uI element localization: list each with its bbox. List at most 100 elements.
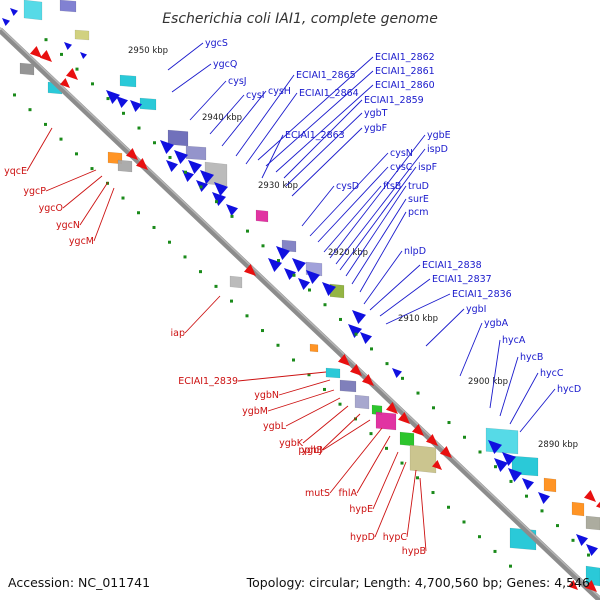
forward-gene-label[interactable]: ygbT bbox=[364, 108, 388, 119]
forward-gene-label[interactable]: ECIAI1_2837 bbox=[432, 274, 492, 285]
reverse-gene-label[interactable]: hypC bbox=[383, 532, 408, 543]
feature-block bbox=[59, 0, 77, 13]
reverse-gene-label[interactable]: ygcO bbox=[39, 203, 63, 214]
reverse-gene-label[interactable]: ygbL bbox=[263, 421, 287, 432]
tick-mark bbox=[75, 152, 78, 156]
tick-mark bbox=[401, 376, 404, 380]
leader-line bbox=[321, 413, 361, 451]
forward-gene-label[interactable]: cysN bbox=[390, 148, 413, 159]
forward-gene-arrow bbox=[322, 282, 336, 296]
forward-gene-label[interactable]: cysJ bbox=[228, 76, 247, 87]
reverse-gene-label[interactable]: ECIAI1_2839 bbox=[178, 376, 238, 387]
forward-gene-label[interactable]: cysI bbox=[246, 90, 265, 101]
forward-gene-label[interactable]: ECIAI1_2860 bbox=[375, 80, 435, 91]
reverse-gene-label[interactable]: ygbN bbox=[254, 390, 279, 401]
leader-line bbox=[209, 94, 245, 135]
leader-line bbox=[257, 56, 374, 161]
kbp-marker-label: 2940 kbp bbox=[202, 113, 242, 123]
reverse-gene-label[interactable]: pphB bbox=[298, 445, 323, 456]
leader-line bbox=[425, 308, 465, 347]
forward-gene-arrow bbox=[2, 18, 10, 26]
reverse-gene-label[interactable]: hypD bbox=[350, 532, 375, 543]
forward-gene-label[interactable]: truD bbox=[408, 181, 429, 192]
feature-block bbox=[571, 501, 585, 517]
reverse-gene-arrow bbox=[584, 490, 596, 502]
forward-gene-label[interactable]: cysH bbox=[268, 86, 291, 97]
tick-mark bbox=[59, 137, 63, 141]
tick-mark bbox=[385, 446, 388, 450]
reverse-gene-label[interactable]: hypB bbox=[402, 546, 426, 557]
forward-gene-arrow bbox=[360, 332, 372, 344]
forward-gene-label[interactable]: ygbA bbox=[484, 318, 509, 329]
forward-gene-label[interactable]: surE bbox=[408, 194, 429, 205]
reverse-gene-label[interactable]: fhlA bbox=[338, 488, 357, 499]
gene-arrows bbox=[2, 8, 600, 592]
reverse-gene-label[interactable]: ygbJ bbox=[302, 445, 322, 456]
reverse-gene-arrow bbox=[426, 434, 438, 446]
reverse-gene-label[interactable]: iap bbox=[171, 328, 186, 339]
tick-mark bbox=[199, 185, 203, 189]
tick-mark bbox=[168, 155, 172, 159]
tick-mark bbox=[478, 450, 482, 454]
forward-gene-label[interactable]: ECIAI1_2836 bbox=[452, 289, 512, 300]
reverse-gene-label[interactable]: mutS bbox=[305, 488, 330, 499]
feature-block bbox=[543, 477, 557, 493]
leader-line bbox=[329, 134, 426, 259]
forward-gene-label[interactable]: ECIAI1_2859 bbox=[364, 95, 424, 106]
forward-gene-label[interactable]: ygbE bbox=[427, 130, 451, 141]
forward-gene-label[interactable]: hycC bbox=[540, 368, 564, 379]
map-title: Escherichia coli IAI1, complete genome bbox=[162, 11, 438, 27]
feature-block bbox=[325, 367, 341, 379]
forward-gene-label[interactable]: cysD bbox=[336, 181, 359, 192]
reverse-gene-arrow bbox=[30, 46, 42, 58]
forward-gene-label[interactable]: hycA bbox=[502, 335, 526, 346]
tick-mark bbox=[60, 52, 63, 56]
reverse-gene-arrow bbox=[126, 148, 138, 160]
forward-gene-label[interactable]: cysC bbox=[390, 162, 413, 173]
leader-line bbox=[93, 187, 115, 242]
reverse-gene-label[interactable]: yqcE bbox=[4, 166, 27, 177]
forward-gene-label[interactable]: hycB bbox=[520, 352, 543, 363]
leader-line bbox=[385, 293, 451, 325]
forward-gene-label[interactable]: ECIAI1_2862 bbox=[375, 52, 435, 63]
tick-mark bbox=[183, 255, 187, 259]
forward-gene-label[interactable]: ECIAI1_2838 bbox=[422, 260, 482, 271]
forward-gene-label[interactable]: ygcQ bbox=[213, 59, 237, 70]
forward-gene-label[interactable]: ECIAI1_2864 bbox=[299, 88, 359, 99]
leader-line bbox=[275, 84, 374, 173]
forward-gene-label[interactable]: ECIAI1_2861 bbox=[375, 66, 435, 77]
forward-gene-label[interactable]: ECIAI1_2863 bbox=[285, 130, 345, 141]
forward-gene-label[interactable]: ispD bbox=[427, 144, 448, 155]
forward-gene-label[interactable]: ygbI bbox=[466, 304, 486, 315]
leader-line bbox=[499, 356, 519, 417]
forward-gene-label[interactable]: ispF bbox=[418, 162, 437, 173]
reverse-gene-label[interactable]: ygcP bbox=[23, 186, 46, 197]
forward-gene-label[interactable]: hycD bbox=[557, 384, 581, 395]
forward-gene-arrow bbox=[276, 246, 290, 260]
feature-block bbox=[139, 97, 157, 111]
reverse-gene-label[interactable]: hypE bbox=[349, 504, 373, 515]
reverse-gene-arrow bbox=[40, 50, 52, 62]
reverse-gene-label[interactable]: ygcN bbox=[56, 220, 80, 231]
reverse-gene-arrow bbox=[244, 264, 256, 276]
forward-gene-label[interactable]: ygcS bbox=[205, 38, 228, 49]
tick-mark bbox=[184, 170, 187, 174]
reverse-gene-arrow bbox=[596, 501, 600, 508]
reverse-gene-label[interactable]: ygbK bbox=[279, 438, 304, 449]
reverse-gene-label[interactable]: ygcM bbox=[69, 236, 94, 247]
reverse-gene-arrow bbox=[440, 446, 452, 458]
forward-gene-label[interactable]: ECIAI1_2865 bbox=[296, 70, 356, 81]
reverse-gene-label[interactable]: ygbM bbox=[242, 406, 268, 417]
tick-mark bbox=[385, 362, 389, 366]
leader-line bbox=[62, 175, 103, 209]
forward-gene-label[interactable]: nlpD bbox=[404, 246, 426, 257]
tick-mark bbox=[447, 505, 450, 509]
tick-mark bbox=[152, 225, 156, 229]
forward-gene-label[interactable]: ftsB bbox=[383, 181, 401, 192]
forward-gene-label[interactable]: pcm bbox=[408, 207, 429, 218]
forward-gene-label[interactable]: ygbF bbox=[364, 123, 387, 134]
tick-mark bbox=[44, 122, 47, 126]
tick-mark bbox=[509, 479, 513, 483]
